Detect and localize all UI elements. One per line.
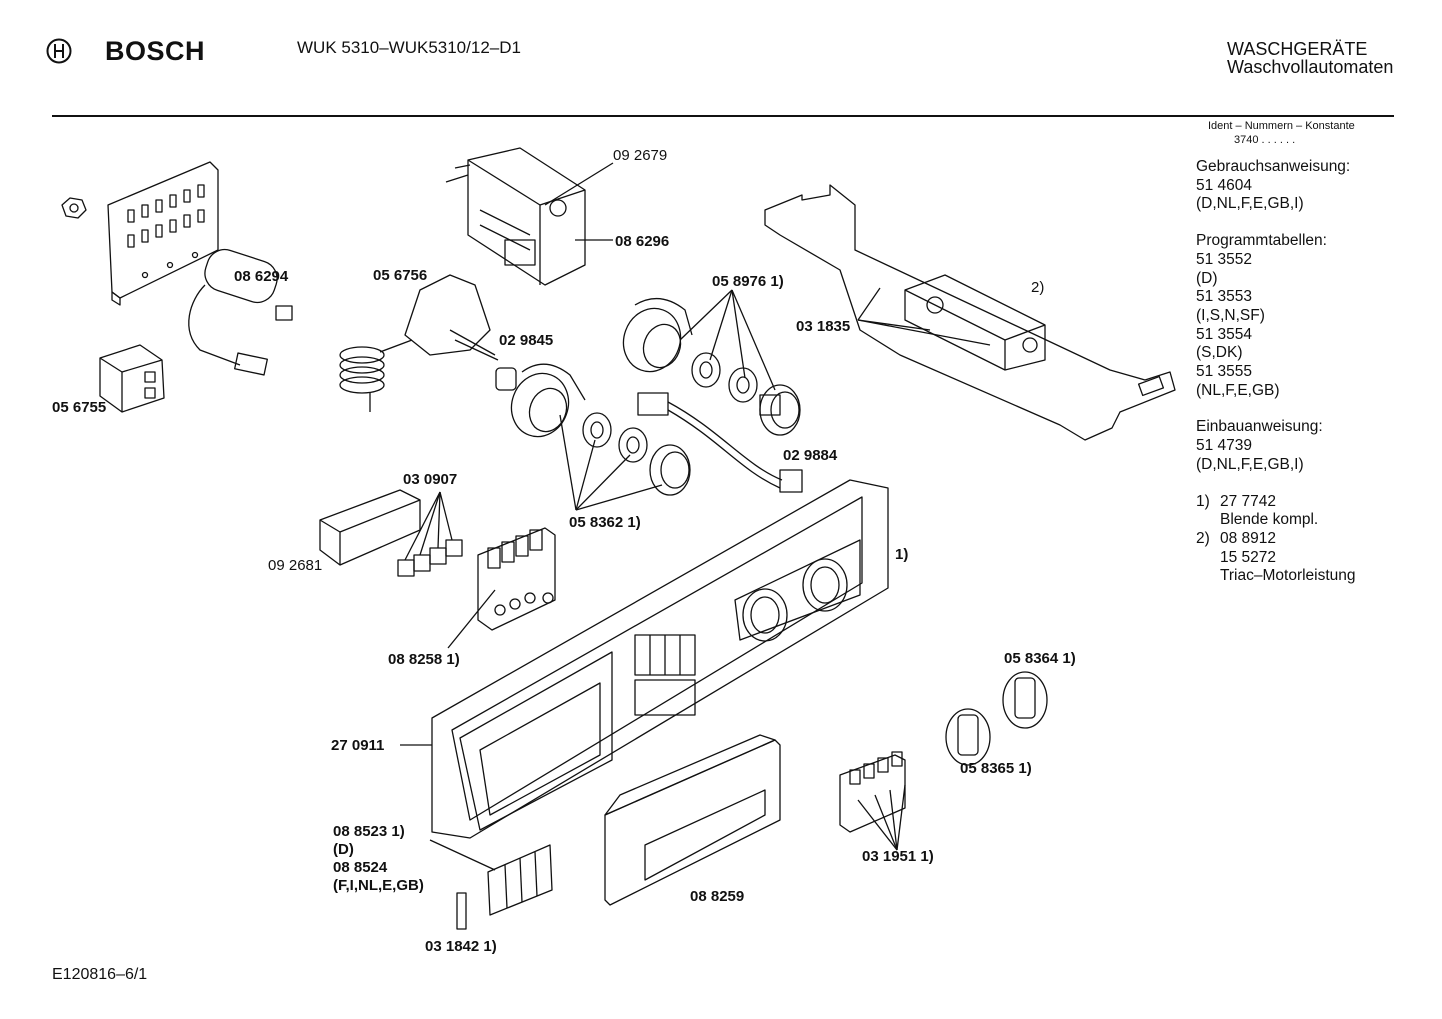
part-label-note2: 2) xyxy=(1031,279,1045,296)
part-label-056756: 05 6756 xyxy=(373,267,428,284)
drawer-front-part xyxy=(604,734,781,906)
bosch-logo-icon xyxy=(46,38,72,64)
knob-part xyxy=(945,671,1048,766)
programm-number: 51 3555 xyxy=(1196,363,1253,381)
part-label-030907: 03 0907 xyxy=(403,471,458,488)
part-label-086294: 08 6294 xyxy=(234,268,289,285)
programm-langs: (I,S,N,SF) xyxy=(1196,306,1265,324)
part-label-056755: 05 6755 xyxy=(52,399,107,416)
coupling-part xyxy=(495,367,517,391)
pin-part xyxy=(456,892,467,930)
part-label-029845: 02 9845 xyxy=(499,332,554,349)
relay-block-part xyxy=(319,489,463,577)
footnote-number: 27 7742 xyxy=(1220,492,1277,510)
ring-lower xyxy=(582,412,691,496)
knob-holder-part xyxy=(759,384,801,436)
part-label-270911: 27 0911 xyxy=(331,737,385,754)
footnote-desc: Triac–Motorleistung xyxy=(1220,567,1356,585)
ident-label: Ident – Nummern – Konstante xyxy=(1208,120,1355,132)
knob-cap-part xyxy=(510,363,586,438)
part-label-058976: 05 8976 1) xyxy=(712,273,784,290)
footnote-marker: 1) xyxy=(1196,492,1210,510)
part-label-088523: 08 8523 1) xyxy=(333,823,405,840)
drawing-code: E120816–6/1 xyxy=(52,966,148,983)
part-label-058364: 05 8364 1) xyxy=(1004,650,1076,667)
part-label-031842: 03 1842 1) xyxy=(425,938,497,955)
part-label-029884: 02 9884 xyxy=(783,447,838,464)
brand-name: BOSCH xyxy=(105,36,206,66)
programm-langs: (D) xyxy=(1196,269,1218,287)
ident-value: 3740 . . . . . . xyxy=(1234,134,1296,146)
part-label-088259: 08 8259 xyxy=(690,888,745,905)
footnote-number-2: 15 5272 xyxy=(1220,548,1277,566)
gebrauch-title: Gebrauchsanweisung: xyxy=(1196,158,1351,175)
subcategory-title: Waschvollautomaten xyxy=(1227,57,1394,77)
part-label-note1: 1) xyxy=(895,546,909,563)
part-label-088524: 08 8524 xyxy=(333,859,388,876)
button-caps-part xyxy=(839,751,906,833)
part-label-092679: 09 2679 xyxy=(613,147,668,164)
triac-board-part xyxy=(764,184,1176,441)
einbau-langs: (D,NL,F,E,GB,I) xyxy=(1196,455,1304,473)
part-label-086296: 08 6296 xyxy=(615,233,670,250)
part-label-058362: 05 8362 1) xyxy=(569,514,641,531)
einbau-number: 51 4739 xyxy=(1196,437,1253,455)
programm-number: 51 3554 xyxy=(1196,325,1253,343)
part-label-088524-lang: (F,I,NL,E,GB) xyxy=(333,877,424,894)
info-sidebar: Ident – Nummern – Konstante 3740 . . . .… xyxy=(1196,120,1416,586)
nut-part xyxy=(61,197,87,219)
einbau-title: Einbauanweisung: xyxy=(1196,418,1323,436)
programm-langs: (NL,F,E,GB) xyxy=(1196,381,1280,399)
part-label-058365: 05 8365 1) xyxy=(960,760,1032,777)
category-title: WASCHGERÄTE xyxy=(1227,39,1368,59)
switch-part xyxy=(339,274,499,412)
footnote-marker: 2) xyxy=(1196,529,1210,547)
footnote-2: 2) 08 8912 xyxy=(1196,530,1416,549)
transformer-part xyxy=(99,344,165,413)
programm-number: 51 3552 xyxy=(1196,250,1253,268)
ring-part xyxy=(691,352,758,403)
gebrauch-number: 51 4604 xyxy=(1196,176,1253,194)
footnote-desc: Blende kompl. xyxy=(1220,511,1319,529)
part-label-092681: 09 2681 xyxy=(268,557,323,574)
footnote-number: 08 8912 xyxy=(1220,529,1277,547)
label-strip-part xyxy=(487,844,553,916)
part-label-088258: 08 8258 1) xyxy=(388,651,460,668)
mounting-plate xyxy=(107,161,219,306)
push-switch-block-part xyxy=(477,527,556,631)
footnote-1: 1) 27 7742 xyxy=(1196,493,1416,512)
programm-langs: (S,DK) xyxy=(1196,344,1243,362)
knob-cap-upper xyxy=(622,298,693,373)
program-timer-part xyxy=(445,147,586,286)
gebrauch-langs: (D,NL,F,E,GB,I) xyxy=(1196,195,1304,213)
part-label-031951: 03 1951 1) xyxy=(862,848,934,865)
capacitor-part xyxy=(188,248,293,376)
header-rule xyxy=(52,115,1394,117)
wire-connector-part xyxy=(637,392,803,493)
programm-number: 51 3553 xyxy=(1196,288,1253,306)
programm-title: Programmtabellen: xyxy=(1196,232,1327,250)
model-title: WUK 5310–WUK5310/12–D1 xyxy=(297,38,521,57)
control-panel-part xyxy=(431,479,889,839)
part-label-031835: 03 1835 xyxy=(796,318,851,335)
part-label-088523-lang: (D) xyxy=(333,841,354,858)
